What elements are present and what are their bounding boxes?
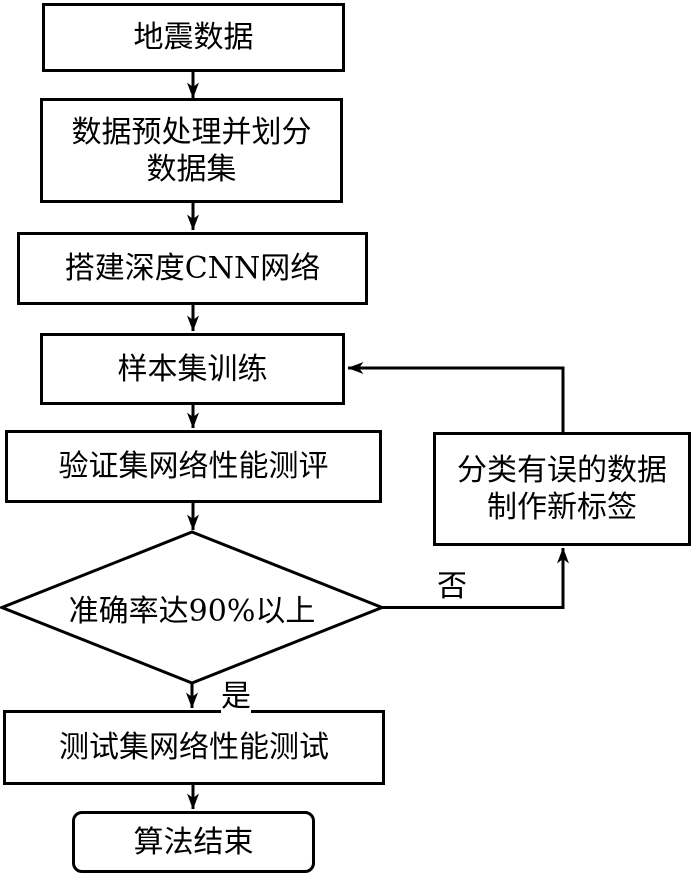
node-seismic-data-label: 地震数据: [133, 20, 254, 55]
node-train-label: 样本集训练: [117, 351, 268, 387]
node-train: 样本集训练: [40, 333, 345, 405]
node-test-label: 测试集网络性能测试: [59, 730, 329, 765]
decision-accuracy-text: 准确率达90%以上: [68, 593, 316, 629]
node-test: 测试集网络性能测试: [3, 710, 385, 785]
edge-label-yes: 是: [221, 679, 251, 714]
node-relabel: 分类有误的数据 制作新标签: [433, 432, 691, 546]
node-preprocess-label-line1: 数据预处理并划分: [71, 114, 312, 150]
node-validate: 验证集网络性能测评: [5, 430, 382, 503]
arrow-relabel-to-train: [347, 362, 565, 432]
node-relabel-label-line1: 分类有误的数据: [457, 453, 667, 488]
node-preprocess: 数据预处理并划分 数据集: [40, 98, 343, 203]
node-build-cnn-label: 搭建深度CNN网络: [64, 251, 321, 286]
node-end-label: 算法结束: [133, 824, 254, 860]
arrow-decision-no-to-relabel: [382, 547, 569, 609]
decision-diamond-shape: [0, 530, 387, 685]
node-build-cnn: 搭建深度CNN网络: [17, 232, 368, 305]
node-seismic-data: 地震数据: [42, 3, 345, 72]
edge-label-no: 否: [437, 569, 467, 604]
node-preprocess-label-line2: 数据集: [146, 151, 237, 187]
node-relabel-label-line2: 制作新标签: [487, 490, 637, 525]
decision-accuracy-label: 准确率达90%以上: [2, 532, 382, 683]
node-validate-label: 验证集网络性能测评: [58, 449, 329, 484]
node-end: 算法结束: [72, 811, 315, 873]
